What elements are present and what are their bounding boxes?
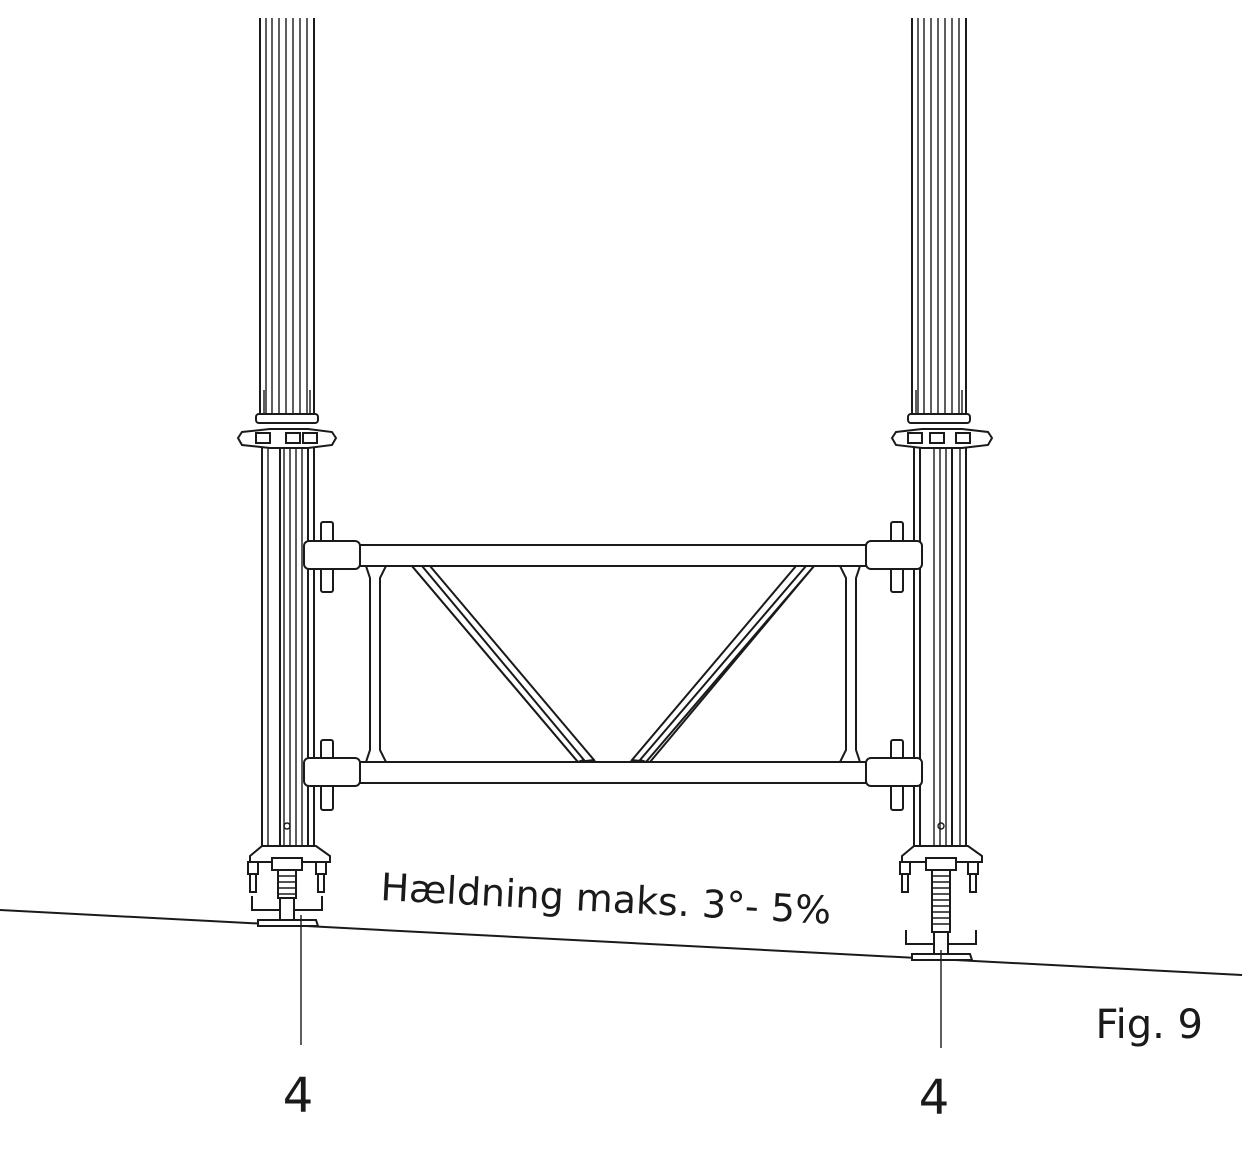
figure-label: Fig. 9	[1096, 1002, 1203, 1048]
ledger-frame	[303, 521, 923, 811]
left-lower-tube	[261, 448, 315, 848]
callout-label-right: 4	[919, 1070, 950, 1126]
left-base-jack	[247, 845, 331, 927]
right-collar	[907, 413, 971, 424]
right-rosette	[890, 428, 994, 449]
right-upper-tube	[911, 18, 967, 418]
ground-slope-line	[0, 909, 1243, 976]
callout-label-left: 4	[283, 1068, 314, 1124]
right-standard	[890, 18, 994, 961]
left-rosette	[236, 428, 338, 449]
right-lower-tube	[913, 448, 967, 848]
left-upper-tube	[259, 18, 315, 418]
right-base-jack	[899, 845, 983, 961]
left-collar	[255, 413, 319, 424]
slope-annotation: Hældning maks. 3°- 5%	[380, 865, 833, 933]
